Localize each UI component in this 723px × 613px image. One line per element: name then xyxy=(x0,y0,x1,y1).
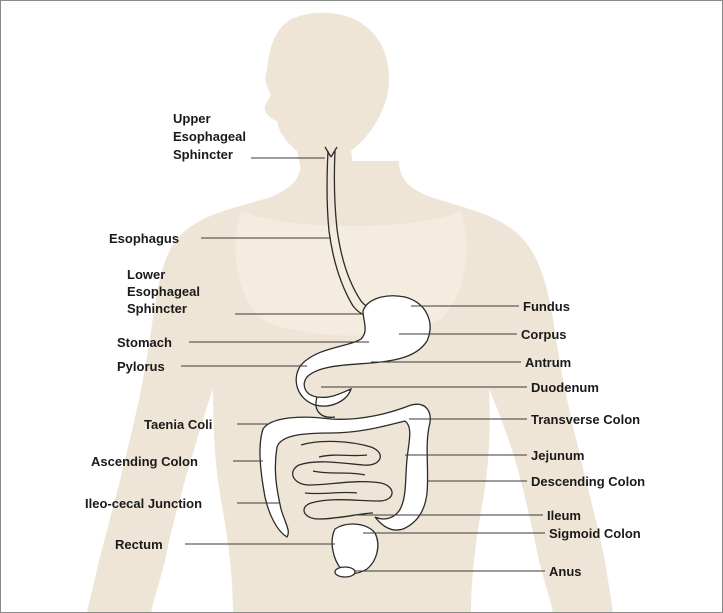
label-esophagus: Esophagus xyxy=(109,231,179,246)
label-duodenum: Duodenum xyxy=(531,380,599,395)
ribcage-shading xyxy=(236,211,467,336)
label-ileo-cecal-junction: Ileo-cecal Junction xyxy=(85,496,202,511)
label-upper-esophageal-sphincter: Upper Esophageal Sphincter xyxy=(173,111,250,162)
label-ascending-colon: Ascending Colon xyxy=(91,454,198,469)
label-pylorus: Pylorus xyxy=(117,359,165,374)
label-sigmoid-colon: Sigmoid Colon xyxy=(549,526,641,541)
label-fundus: Fundus xyxy=(523,299,570,314)
head-silhouette xyxy=(265,13,389,179)
label-stomach: Stomach xyxy=(117,335,172,350)
label-transverse-colon: Transverse Colon xyxy=(531,412,640,427)
label-anus: Anus xyxy=(549,564,582,579)
label-descending-colon: Descending Colon xyxy=(531,474,645,489)
label-jejunum: Jejunum xyxy=(531,448,584,463)
anus-shape xyxy=(335,567,355,577)
rectum-shape xyxy=(332,524,378,573)
label-corpus: Corpus xyxy=(521,327,567,342)
label-rectum: Rectum xyxy=(115,537,163,552)
label-antrum: Antrum xyxy=(525,355,571,370)
label-ileum: Ileum xyxy=(547,508,581,523)
label-taenia-coli: Taenia Coli xyxy=(144,417,212,432)
